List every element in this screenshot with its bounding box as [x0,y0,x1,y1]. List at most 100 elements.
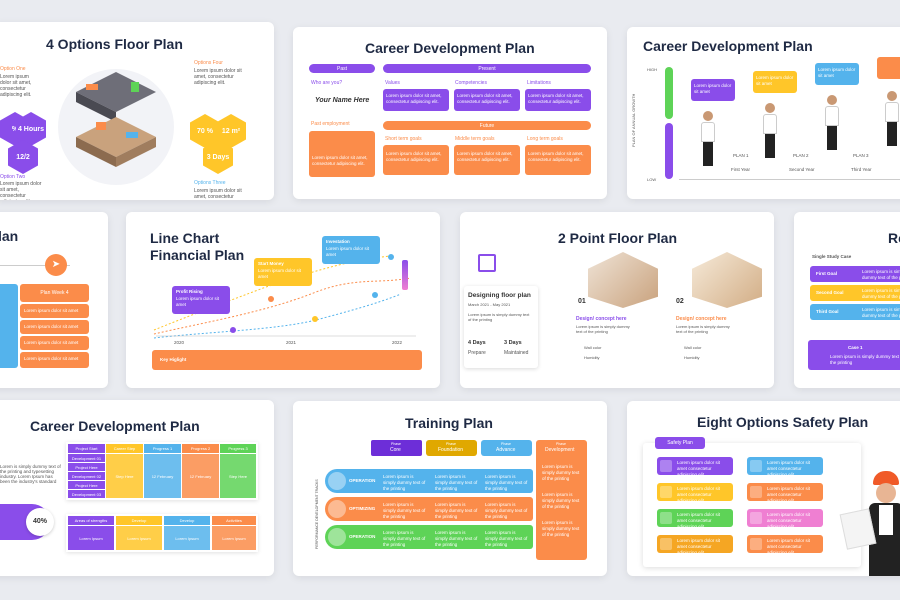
slide-line-chart-financial[interactable]: Line Chart Financial Plan Profit Rising … [126,212,440,388]
limitations-label: Limitations [527,80,551,86]
option-item: Lorem ipsum dolor sit amet consectetur a… [657,457,733,477]
option-item: Lorem ipsum dolor sit amet consectetur a… [747,483,823,503]
worker-illustration [839,471,900,576]
year-label: 2021 [286,340,297,345]
start-money-callout: Start Money Lorem ipsum dolor sit amet [254,258,312,286]
description-text: Lorem is simply dummy text of the printi… [0,464,61,484]
point-number: 02 [676,298,684,305]
slide-title-line-2: Financial Plan [150,247,245,263]
slide-career-development-tables[interactable]: Career Development Plan Lorem is simply … [0,400,274,576]
slide-title: Career Development Plan [365,40,535,56]
slide-title: Re [888,230,900,246]
chart-point [268,296,274,302]
option-two-label: Option Two [0,174,26,180]
middle-term-box: Lorem ipsum dolor sit amet, consectetur … [454,145,520,175]
track-icon [328,500,346,518]
room-illustration [692,252,762,308]
person-figure [763,103,777,158]
search-icon [750,486,762,498]
person-figure [701,111,715,166]
point-number: 01 [578,298,586,305]
track-row: OPTIMIZING Lorem ipsum is simply dummy t… [325,497,533,521]
slide-4-options-floor-plan[interactable]: 4 Options Floor Plan Option One Lorem ip… [0,22,274,200]
option-item: Lorem ipsum dolor sit amet consectetur a… [657,535,733,555]
option-item: Lorem ipsum dolor sit amet consectetur a… [657,509,733,529]
slide-title: Career Development Plan [643,38,813,54]
percent-circle: 40% [26,508,54,536]
person-figure [885,91,899,146]
option-one-label: Option One [0,66,26,72]
past-employment-box: Lorem ipsum dolor sit amet, consectetur … [309,131,375,177]
baseline [679,179,900,180]
floor-plan-illustration [56,62,176,192]
long-term-box: Lorem ipsum dolor sit amet, consectetur … [525,145,591,175]
option-two-text: Lorem ipsum dolor sit amet, consectetur … [0,181,42,200]
future-header: Future [383,121,591,130]
slide-title: Training Plan [405,415,493,431]
slide-2-point-floor-plan[interactable]: 2 Point Floor Plan Designing floor plan … [460,212,774,388]
slide-plan-weeks[interactable]: lan ➤ Plan Week 4 Lorem ipsum dolor sit … [0,212,108,388]
hex-badge: 12/2 [8,140,38,174]
option-item: Lorem ipsum dolor sit amet consectetur a… [747,535,823,555]
list-icon [660,486,672,498]
plan-1-label: PLAN 1 [733,153,749,158]
high-label: HIGH [647,67,657,72]
plan-2-label: PLAN 2 [793,153,809,158]
week-row: Lorem ipsum dolor sit amet [20,320,89,334]
slide-training-plan[interactable]: Training Plan PERFORMANCE DEVELOPMENT TR… [293,401,607,576]
first-year-label: First Year [731,167,751,172]
concept-label: Design/ concept here [676,316,727,322]
option-item: Lorem ipsum dolor sit amet consectetur a… [747,509,823,529]
slide-title: Career Development Plan [30,418,200,434]
humidity-label: Humidity [684,355,700,360]
room-illustration [588,252,658,308]
option-three-text: Lorem ipsum dolor sit amet, consectetur … [194,188,242,200]
growth-bar-top [665,67,673,119]
week-row: Lorem ipsum dolor sit amet [20,304,89,318]
designing-card: Designing floor plan March 2021 - May 20… [464,286,538,368]
wall-color-label: Wall color [684,345,702,350]
single-study-label: Single Study Case [812,254,852,259]
slide-career-development-table[interactable]: Career Development Plan Past Present Who… [293,27,607,199]
second-year-label: Second Year [789,167,815,172]
values-label: Values [385,80,400,86]
star-icon [750,538,762,550]
chart-point [388,254,394,260]
slide-title: 2 Point Floor Plan [558,230,678,246]
timeline-line [0,265,70,266]
past-header: Past [309,64,375,73]
send-icon: ➤ [45,254,67,276]
track-row: OPERATION Lorem ipsum is simply dummy te… [325,469,533,493]
short-term-box: Lorem ipsum dolor sit amet, consectetur … [383,145,449,175]
safety-plan-tag: Safety Plan [655,437,705,449]
option-four-label: Options Four [194,60,223,66]
who-label: Who are you? [311,80,343,86]
week-row: Lorem ipsum dolor sit amet [20,336,89,350]
slide-title: 4 Options Floor Plan [46,36,183,52]
chart-icon [660,460,672,472]
send-icon [750,460,762,472]
callout-bubble [877,57,900,79]
axis-label: PERFORMANCE DEVELOPMENT TRACKS [315,479,319,549]
past-employment-label: Past employment [311,121,350,127]
long-term-label: Long term goals [527,136,563,142]
slide-eight-options-safety[interactable]: Eight Options Safety Plan Safety Plan Lo… [627,401,900,576]
option-item: Lorem ipsum dolor sit amet consectetur a… [747,457,823,477]
competencies-box: Lorem ipsum dolor sit amet, consectetur … [454,89,520,111]
slide-title: Eight Options Safety Plan [697,414,869,430]
hex-badge: 3 Days [203,140,233,174]
concept-text: Lorem ipsum is simply dummy text of the … [676,324,730,334]
chart-point [372,292,378,298]
year-label: 2022 [392,340,403,345]
plan-3-label: PLAN 3 [853,153,869,158]
week-row: Lorem ipsum dolor sit amet [20,352,89,368]
concept-label: Design/ concept here [576,316,627,322]
slide-career-development-growth[interactable]: Career Development Plan HIGH LOW PLAN OF… [627,27,900,199]
competencies-label: Competencies [455,80,487,86]
